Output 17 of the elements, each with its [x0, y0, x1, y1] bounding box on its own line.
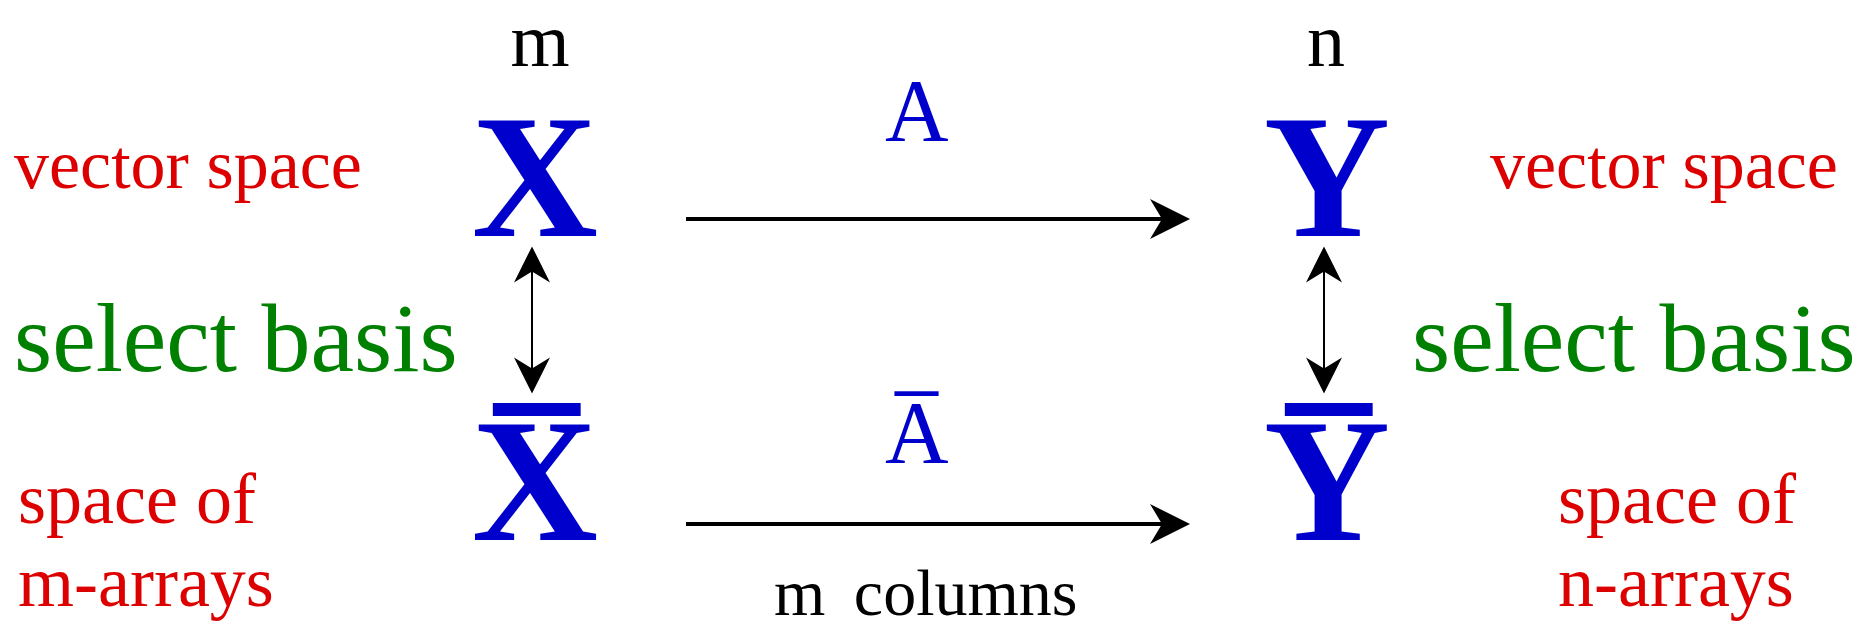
variable-symbol: X — [470, 110, 600, 240]
variable-symbol: Y — [1262, 110, 1392, 240]
annotation-text: m columns — [774, 560, 1078, 626]
double-arrow — [1306, 246, 1342, 394]
double-arrow — [514, 246, 550, 394]
edge-label: select basis — [14, 283, 458, 394]
edge-label: A — [885, 61, 949, 161]
variable-symbol: X̅ — [470, 400, 600, 560]
variable-symbol: Y̅ — [1262, 400, 1392, 560]
arrow — [686, 504, 1190, 544]
dimension-label: m — [510, 2, 570, 78]
annotation-text: space of m-arrays — [18, 458, 275, 624]
edge-label: A̅ — [885, 383, 949, 483]
edge-label: select basis — [1412, 283, 1856, 394]
annotation-text: space of n-arrays — [1558, 458, 1797, 624]
arrow — [686, 199, 1190, 239]
dimension-label: n — [1307, 2, 1345, 78]
